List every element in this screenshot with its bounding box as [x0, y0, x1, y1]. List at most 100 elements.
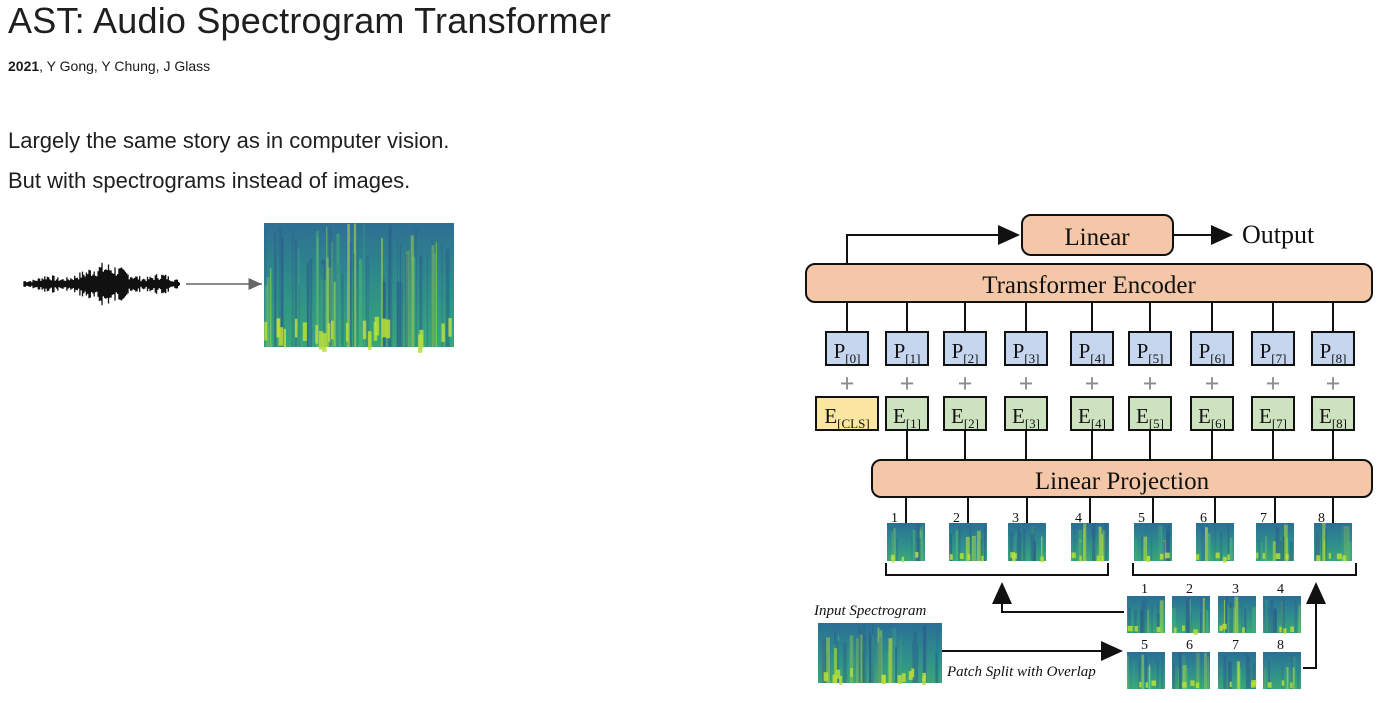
- position-embedding-label: P[2]: [952, 339, 979, 366]
- patch-number: 4: [1075, 511, 1082, 526]
- grid-patch-number: 7: [1232, 638, 1239, 653]
- plus-sign: +: [1326, 369, 1341, 398]
- output-label: Output: [1242, 220, 1315, 249]
- grid-patch-thumbnail: [1263, 596, 1301, 634]
- grid-patch-thumbnail: [1263, 652, 1301, 689]
- patch-embedding-label: E[8]: [1319, 404, 1347, 431]
- patch-embedding-label: E[2]: [951, 404, 979, 431]
- author-names: , Y Gong, Y Chung, J Glass: [39, 58, 211, 74]
- position-embedding-box: [1070, 331, 1114, 366]
- patch-embedding-label: E[3]: [1012, 404, 1040, 431]
- patch-thumbnail: [1196, 523, 1234, 563]
- patch-number: 5: [1138, 511, 1145, 526]
- cls-to-linear-arrow: [846, 225, 1020, 264]
- grid-patch-thumbnail: [1218, 596, 1256, 633]
- waveform-icon: [23, 262, 180, 306]
- plus-sign: +: [1205, 369, 1220, 398]
- grid-patch-thumbnail: [1172, 652, 1210, 689]
- patch-thumbnail: [887, 523, 925, 563]
- position-embedding-label: P[1]: [894, 339, 921, 366]
- spectrogram-image: [264, 223, 454, 353]
- patch-thumbnail: [949, 523, 987, 562]
- patch-thumbnail: [1256, 523, 1294, 561]
- patch-thumbnail: [1008, 523, 1046, 563]
- slide-body: Largely the same story as in computer vi…: [8, 121, 449, 201]
- patch-number: 3: [1012, 511, 1019, 526]
- patch-embedding-label: E[5]: [1136, 404, 1164, 431]
- position-embedding-label: P[0]: [834, 339, 861, 366]
- position-embedding-box: [1311, 331, 1355, 366]
- patch-number: 2: [953, 511, 960, 526]
- cls-token-box: [815, 396, 879, 431]
- patch-thumbnail: [1134, 523, 1172, 562]
- grid-to-right-bracket-arrow: [1303, 582, 1326, 669]
- plus-sign: +: [900, 369, 915, 398]
- linear-projection-label: Linear Projection: [1035, 468, 1210, 495]
- bracket-right: [1132, 563, 1357, 576]
- grid-patch-thumbnail: [1127, 652, 1165, 689]
- patch-number: 8: [1318, 511, 1325, 526]
- patch-number: 6: [1200, 511, 1207, 526]
- plus-sign: +: [1019, 369, 1034, 398]
- grid-patch-number: 6: [1186, 638, 1193, 653]
- grid-patch-number: 2: [1186, 582, 1193, 597]
- token-columns: P[0] + E[CLS] P[1] + E[1] P[2] + E[2] P[3] + E[3] P[…: [815, 302, 1355, 460]
- linear-head-label: Linear: [1064, 224, 1130, 251]
- patch-number: 7: [1260, 511, 1267, 526]
- patch-grid: 1 2 3 4 5 6 7 8: [1127, 582, 1301, 689]
- patch-embedding-label: E[4]: [1078, 404, 1106, 431]
- position-embedding-box: [825, 331, 869, 366]
- plus-sign: +: [1143, 369, 1158, 398]
- patch-embedding-box: [943, 396, 987, 431]
- position-embedding-box: [1128, 331, 1172, 366]
- plus-sign: +: [958, 369, 973, 398]
- body-line-1: Largely the same story as in computer vi…: [8, 128, 450, 153]
- position-embedding-box: [885, 331, 929, 366]
- position-embedding-label: P[5]: [1137, 339, 1164, 366]
- position-embedding-label: P[6]: [1199, 339, 1226, 366]
- plus-sign: +: [1266, 369, 1281, 398]
- bracket-left: [885, 563, 1109, 576]
- cls-token-label: E[CLS]: [824, 404, 869, 431]
- body-line-2: But with spectrograms instead of images.: [8, 168, 411, 193]
- plus-sign: +: [1085, 369, 1100, 398]
- grid-to-left-bracket-arrow: [992, 582, 1124, 613]
- patch-embedding-label: E[1]: [893, 404, 921, 431]
- position-embedding-label: P[8]: [1320, 339, 1347, 366]
- patch-thumbnail: [1314, 523, 1352, 562]
- patch-embedding-label: E[6]: [1198, 404, 1226, 431]
- grid-patch-number: 1: [1141, 582, 1148, 597]
- patch-embedding-box: [1070, 396, 1114, 431]
- position-embedding-label: P[4]: [1079, 339, 1106, 366]
- grid-patch-thumbnail: [1172, 596, 1210, 635]
- linear-projection-box: [871, 459, 1373, 498]
- patch-row: 1 2 3 4 5 6 7 8: [887, 497, 1352, 563]
- patch-embedding-box: [1004, 396, 1048, 431]
- position-embedding-box: [1004, 331, 1048, 366]
- grid-patch-number: 4: [1277, 582, 1284, 597]
- grid-patch-number: 3: [1232, 582, 1239, 597]
- plus-sign: +: [840, 369, 855, 398]
- grid-patch-number: 8: [1277, 638, 1284, 653]
- patch-split-label: Patch Split with Overlap: [946, 664, 1096, 680]
- transformer-encoder-label: Transformer Encoder: [982, 272, 1196, 299]
- patch-thumbnail: [1071, 523, 1109, 562]
- position-embedding-box: [943, 331, 987, 366]
- patch-embedding-box: [1251, 396, 1295, 431]
- slide-title: AST: Audio Spectrogram Transformer: [8, 0, 612, 41]
- ast-architecture-diagram: Linear Output Transformer Encoder P[0] + E…: [805, 214, 1373, 689]
- position-embedding-box: [1251, 331, 1295, 366]
- grid-patch-thumbnail: [1127, 596, 1165, 633]
- transformer-encoder-box: [805, 263, 1373, 303]
- patch-number: 1: [891, 511, 898, 526]
- position-embedding-box: [1190, 331, 1234, 366]
- patch-embedding-label: E[7]: [1259, 404, 1287, 431]
- slide-authors: 2021, Y Gong, Y Chung, J Glass: [8, 58, 210, 74]
- grid-patch-thumbnail: [1218, 652, 1257, 689]
- position-embedding-label: P[3]: [1013, 339, 1040, 366]
- publication-year: 2021: [8, 58, 40, 74]
- input-spectrogram-label: Input Spectrogram: [813, 603, 927, 619]
- position-embedding-label: P[7]: [1260, 339, 1287, 366]
- patch-embedding-box: [1311, 396, 1355, 431]
- grid-patch-number: 5: [1141, 638, 1148, 653]
